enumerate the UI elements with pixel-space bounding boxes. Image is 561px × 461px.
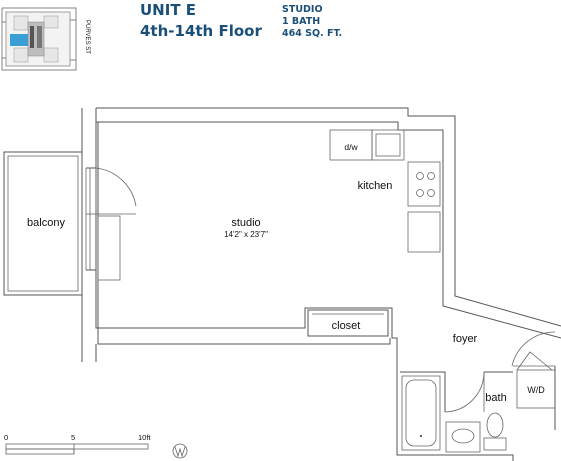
washer-dryer: W/D bbox=[516, 351, 556, 430]
refrigerator bbox=[407, 211, 441, 253]
compass-icon: N bbox=[172, 443, 188, 459]
burner-icon bbox=[427, 172, 435, 180]
scale-bar: 0 5 10ft bbox=[4, 433, 151, 455]
bathroom: bath bbox=[400, 371, 513, 453]
exterior-walls bbox=[81, 107, 561, 461]
toilet-bowl bbox=[486, 412, 504, 438]
range bbox=[407, 161, 441, 207]
burner-icon bbox=[416, 172, 424, 180]
closet: closet bbox=[307, 309, 389, 337]
key-plan-unit-highlight bbox=[10, 34, 28, 46]
closet-label: closet bbox=[332, 320, 361, 332]
entry-door bbox=[511, 331, 556, 367]
bath-count: 1 BATH bbox=[282, 16, 320, 27]
balcony-label: balcony bbox=[27, 217, 65, 229]
burner-icon bbox=[427, 189, 435, 197]
balcony: balcony bbox=[3, 151, 83, 296]
unit-area: 464 SQ. FT. bbox=[282, 28, 342, 39]
studio-dimensions: 14'2" x 23'7" bbox=[224, 230, 268, 239]
floor-range: 4th-14th Floor bbox=[140, 22, 262, 40]
scale-tick-label: 10ft bbox=[138, 433, 151, 442]
key-plan: PURVES ST bbox=[1, 7, 90, 71]
studio-label: studio bbox=[231, 217, 260, 229]
bathtub bbox=[401, 375, 441, 451]
scale-tick-label: 0 bbox=[4, 433, 8, 442]
dishwasher-label: d/w bbox=[344, 142, 358, 152]
vanity bbox=[445, 421, 481, 453]
unit-type: STUDIO bbox=[282, 4, 323, 15]
unit-title: UNIT E bbox=[140, 1, 196, 19]
washer-dryer-label: W/D bbox=[527, 385, 545, 395]
bath-label: bath bbox=[485, 392, 506, 404]
street-label: PURVES ST bbox=[84, 20, 90, 54]
kitchen-fixtures: d/w kitchen bbox=[329, 129, 441, 253]
toilet-tank bbox=[483, 437, 507, 451]
burner-icon bbox=[416, 189, 424, 197]
scale-tick-label: 5 bbox=[71, 433, 75, 442]
bath-door bbox=[444, 371, 485, 413]
sink bbox=[371, 129, 405, 161]
kitchen-label: kitchen bbox=[358, 180, 393, 192]
foyer-label: foyer bbox=[453, 333, 478, 345]
balcony-door bbox=[85, 167, 137, 281]
